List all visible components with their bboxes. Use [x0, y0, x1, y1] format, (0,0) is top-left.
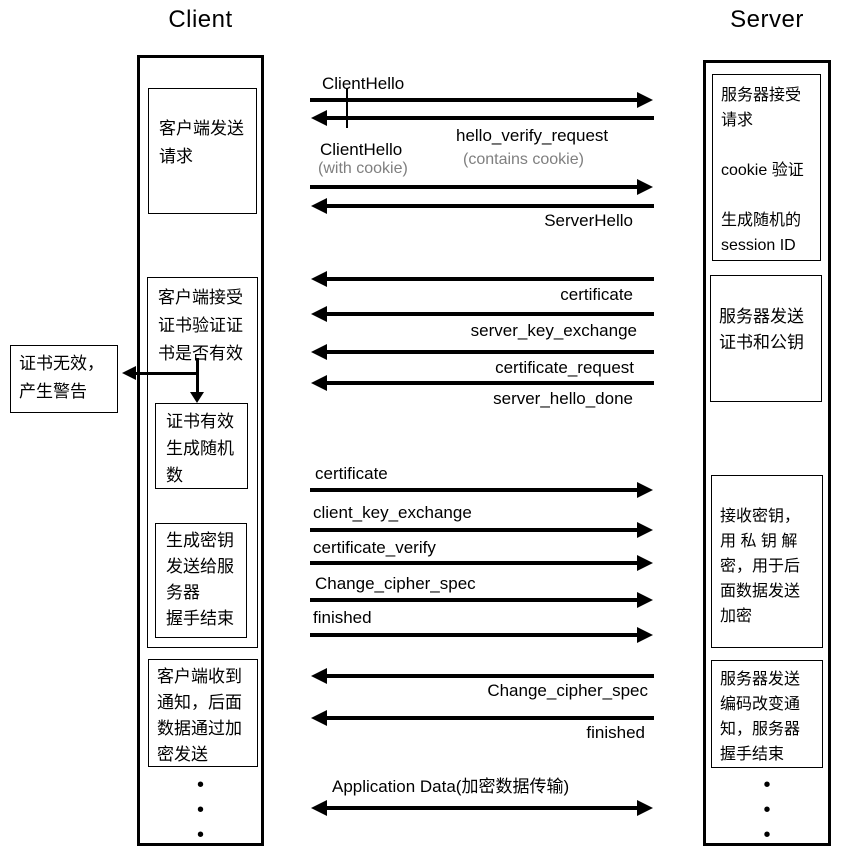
client-title: Client: [168, 6, 233, 33]
client-box-certificate-valid: 证书有效 生成随机 数: [155, 403, 248, 489]
server-box-change-cipher-notice: 服务器发送 编码改变通 知，服务器 握手结束: [711, 660, 823, 768]
label-server-hello: ServerHello: [544, 211, 633, 230]
warning-box: 证书无效， 产生警告: [10, 345, 118, 413]
label-server-key-exchange: server_key_exchange: [470, 321, 637, 340]
arrow-client-hello: [310, 92, 653, 108]
label-certificate-c2s: certificate: [315, 464, 388, 483]
arrow-finished-s2c: [311, 710, 654, 726]
label-client-hello-2: ClientHello: [320, 140, 403, 159]
label-certificate-request: certificate_request: [495, 358, 634, 377]
label-client-key-exchange: client_key_exchange: [313, 503, 472, 522]
client-box-send-request: 客户端发送 请求: [148, 88, 257, 214]
arrow-change-cipher-spec-c2s: [310, 592, 653, 608]
certificate-invalid-left-arrow: [122, 366, 197, 380]
arrow-server-key-exchange: [311, 306, 654, 322]
label-change-cipher-spec-c2s: Change_cipher_spec: [315, 574, 476, 593]
label-finished-s2c: finished: [586, 723, 645, 742]
label-finished-c2s: finished: [313, 608, 372, 627]
label-application-data: Application Data(加密数据传输): [332, 777, 570, 796]
server-ellipsis: • • •: [763, 774, 771, 846]
arrow-change-cipher-spec-s2c: [311, 668, 654, 684]
label-certificate-verify: certificate_verify: [313, 538, 436, 557]
arrow-application-data: [311, 800, 653, 816]
label-change-cipher-spec-s2c: Change_cipher_spec: [487, 681, 648, 700]
arrow-server-hello-done: [311, 375, 654, 391]
label-server-hello-done: server_hello_done: [493, 389, 633, 408]
server-box-receive-key: 接收密钥， 用 私 钥 解 密，用于后 面数据发送 加密: [711, 475, 823, 648]
label-certificate-s2c: certificate: [560, 285, 633, 304]
arrow-finished-c2s: [310, 627, 653, 643]
server-title: Server: [730, 6, 804, 33]
client-box-generate-key: 生成密钥 发送给服 务器 握手结束: [155, 523, 247, 638]
retransmit-tick: [346, 88, 348, 128]
label-hello-verify-request: hello_verify_request: [456, 126, 609, 145]
label-client-hello-1: ClientHello: [322, 74, 405, 93]
arrow-certificate-verify: [310, 555, 653, 571]
label-with-cookie: (with cookie): [318, 160, 408, 177]
arrow-server-hello: [311, 198, 654, 214]
arrow-certificate-s2c: [311, 271, 654, 287]
server-box-accept-request: 服务器接受 请求 cookie 验证 生成随机的 session ID: [712, 74, 821, 261]
arrow-certificate-request: [311, 344, 654, 360]
arrow-hello-verify-request: [311, 110, 654, 126]
arrow-client-key-exchange: [310, 522, 653, 538]
client-ellipsis: • • •: [196, 774, 204, 846]
server-box-send-certificate: 服务器发送 证书和公钥: [710, 275, 822, 402]
certificate-check-down-arrow: [190, 358, 204, 403]
arrow-certificate-c2s: [310, 482, 653, 498]
client-box-receive-notice: 客户端收到 通知，后面 数据通过加 密发送: [148, 659, 258, 767]
arrow-client-hello-cookie: [310, 179, 653, 195]
label-contains-cookie: (contains cookie): [463, 151, 584, 168]
